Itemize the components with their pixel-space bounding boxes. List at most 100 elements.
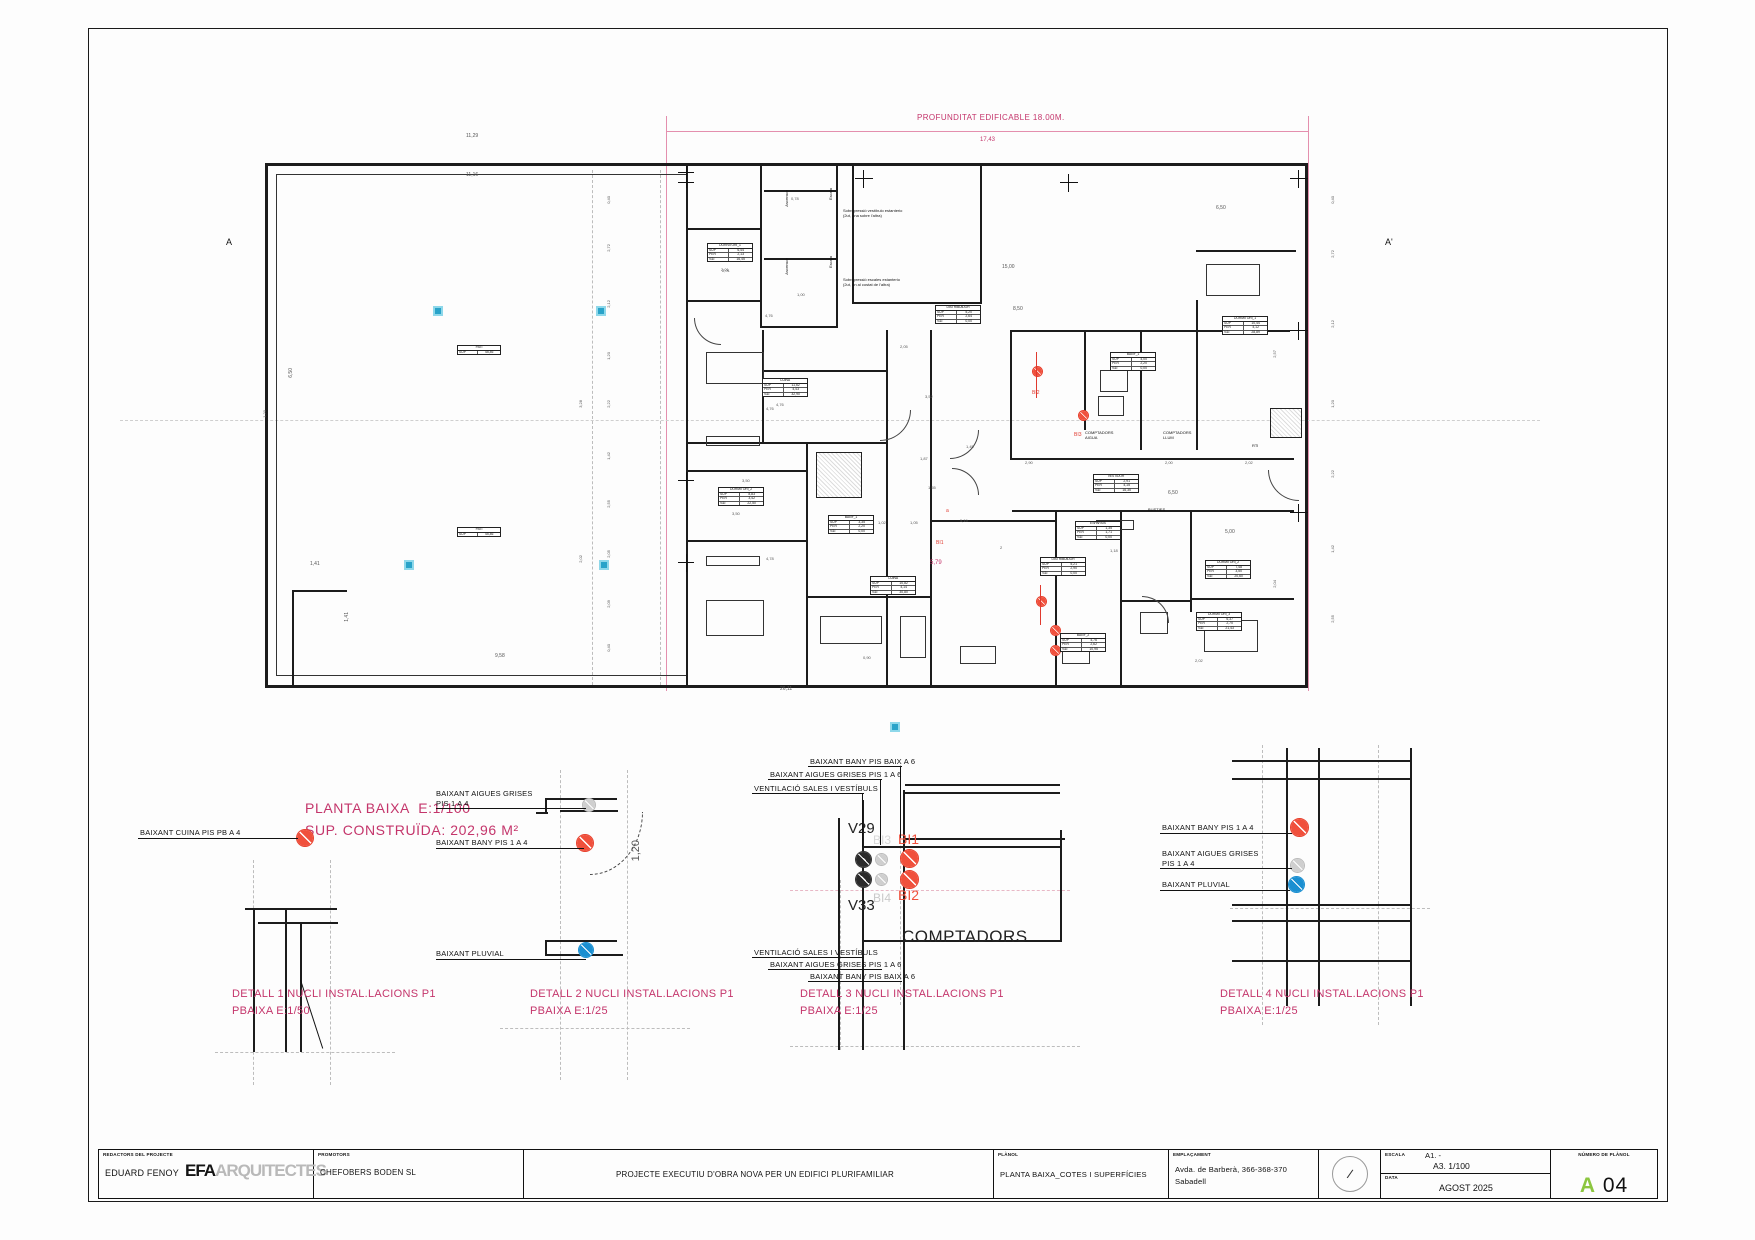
wall-right-unit-9 (1120, 512, 1122, 688)
detail2-label-4: BAIXANT PLUVIAL (436, 949, 504, 958)
wall-stair-box-3 (980, 166, 982, 304)
room-chip-value: 1,71 (1105, 530, 1112, 535)
dim-col2-a: 3,28 (578, 400, 583, 408)
room-chip-key: V&I (936, 319, 958, 324)
detail3-label-bottom-1: VENTILACIÓ SALES I VESTÍBULS (754, 948, 878, 957)
pipe-symbol-plan-3 (1036, 596, 1047, 607)
dim-col2-c: 1,20 (262, 410, 267, 418)
room-chip-key: V&I (1094, 488, 1116, 493)
furniture-bed-1 (706, 352, 764, 384)
room-chip-value: 2,20 (1140, 361, 1147, 366)
room-chip-title: ESPARSIS (1076, 521, 1120, 527)
tick-right-4 (1298, 504, 1299, 522)
wall-core-horizontal-1 (686, 228, 762, 230)
core-dim-21: 0,90 (863, 655, 871, 660)
dim-right-col-e: 2,22 (1330, 470, 1335, 478)
detail3-grid-v1 (900, 765, 901, 1005)
data-caption: DATA (1385, 1175, 1398, 1180)
detail2-pipe-symbol-grises (582, 798, 596, 812)
tick-top-7 (1068, 174, 1069, 192)
core-dim-2: 2,01 (722, 268, 730, 273)
detail4-wall-h3 (1232, 904, 1412, 906)
room-chip-value: 32,90 (791, 391, 800, 396)
detail3-tag-bi1: BI1 (898, 831, 920, 847)
core-dim-20: 2,02 (1195, 658, 1203, 663)
room-chip-key: SUP (829, 520, 851, 525)
detail3-wall-v2 (862, 800, 864, 1050)
wall-right-unit-1 (1010, 330, 1012, 460)
building-outline-top (265, 163, 1308, 166)
room-chip-key: V&I (829, 529, 851, 534)
title-block-escala-data: ESCALA A1. - A3. 1/100 DATA AGOST 2025 (1381, 1150, 1551, 1198)
sobrepressio-note-1: Sobrepressió vestíbulo estanterio (2ut, … (843, 208, 903, 219)
tick-left-2 (686, 472, 687, 490)
room-chip-value: 5,21 (1070, 561, 1077, 566)
detail4-caption-1: DETALL 4 NUCLI INSTAL.LACIONS P1 (1220, 988, 1424, 1000)
room-chip-key: PER (829, 525, 851, 529)
pipe-riser-1 (1036, 352, 1037, 398)
detail4-wall-h5 (1232, 960, 1412, 962)
tick-top-5 (863, 170, 864, 188)
detail3-wall-h3 (862, 940, 1062, 942)
detail3-caption-2: PBAIXA E:1/25 (800, 1005, 878, 1017)
detail4-symbol-grises (1290, 858, 1305, 873)
wall-right-unit-10 (1190, 512, 1192, 612)
escala-label-1: Escala (828, 188, 833, 201)
redactors-value: EDUARD FENOY (105, 1168, 179, 1178)
furniture-bed-3 (1206, 264, 1260, 296)
pati-chip-2-title: PATI (458, 527, 500, 533)
plan-title-line1: PLANTA BAIXA E:1/100 (305, 800, 471, 816)
dim-col-i: 2,09 (606, 600, 611, 608)
patio-marker-1 (433, 306, 443, 316)
room-chip-key: SUP (763, 383, 785, 388)
wall-core-horizontal-5 (764, 258, 836, 260)
room-chip-key: V&I (719, 501, 741, 506)
room-chip-value: 3,42 (748, 496, 755, 501)
title-block-redactors: REDACTORS DEL PROJECTE EDUARD FENOY EFAA… (99, 1150, 327, 1198)
tick-top-4 (855, 178, 873, 179)
detail2-grid-v2 (627, 770, 628, 1080)
detail3-leader-h6 (808, 981, 902, 982)
room-chip-key: SUP (719, 492, 741, 497)
furniture-counter-2 (960, 646, 996, 664)
dim-right-col-c: 2,12 (1330, 320, 1335, 328)
detail1-pipe-symbol (296, 829, 314, 847)
project-value: PROJECTE EXECUTIU D'OBRA NOVA PER UN EDI… (616, 1170, 894, 1179)
wall-lower-unit-3 (932, 520, 1056, 522)
detail4-wall-v3 (1410, 748, 1412, 1006)
tick-right-3 (1290, 512, 1308, 513)
detail3-leader-v1 (900, 766, 901, 838)
room-chip-value: 4,00 (1140, 356, 1147, 361)
wall-lower-unit-2 (930, 520, 932, 688)
detail4-leader-2 (1160, 868, 1292, 869)
room-chip-value: 4,43 (792, 387, 799, 392)
pati-chip-1-title: PATI (458, 345, 500, 351)
detail4-wall-h2 (1232, 778, 1412, 780)
profunditat-dim: 17,43 (980, 137, 996, 143)
room-chip-value: 16,35 (1122, 487, 1131, 492)
tick-right-2 (1298, 322, 1299, 340)
room-chip-value: 16,45 (736, 256, 745, 261)
wall-mid-vertical-3 (930, 330, 932, 520)
room-chip-key: PER (1076, 531, 1098, 535)
room-chip-value: 0,00 (858, 528, 865, 533)
detail4-wall-h1 (1232, 760, 1412, 762)
dim-col-c: 2,12 (606, 300, 611, 308)
room-chip-key: SUP (871, 581, 893, 586)
